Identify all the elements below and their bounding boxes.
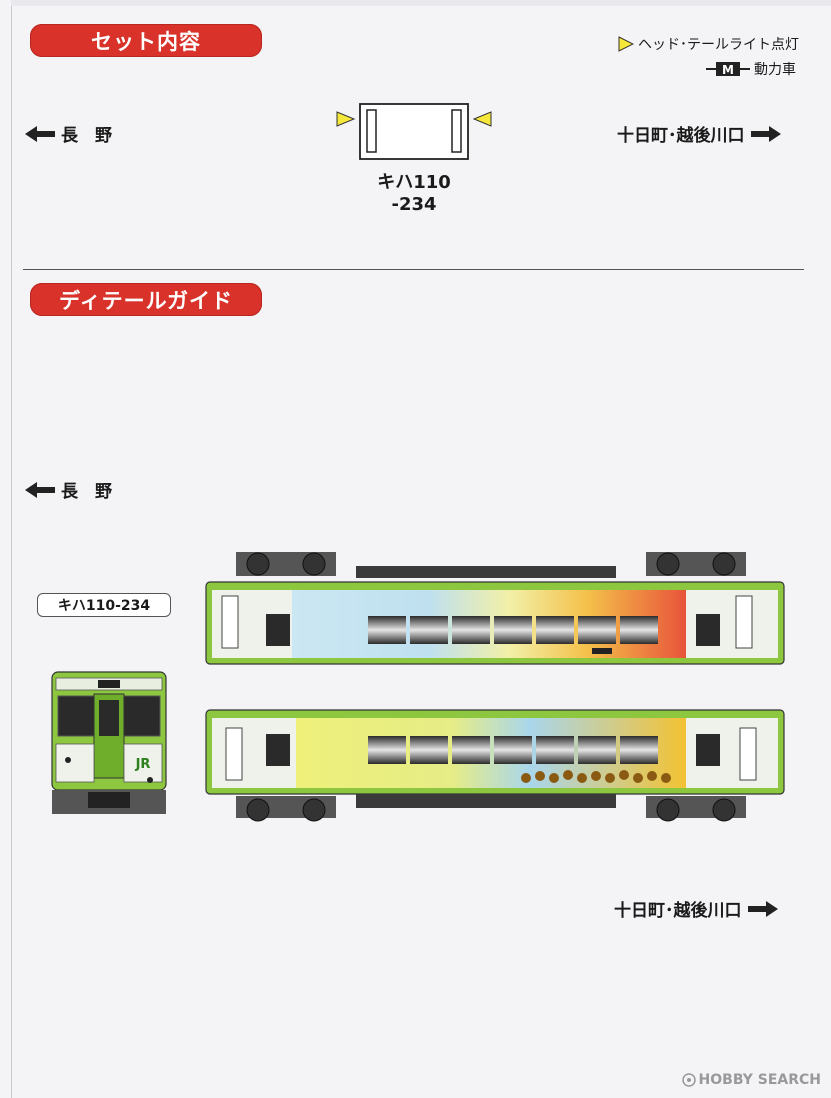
wheel-b4 bbox=[712, 798, 736, 822]
door-b1 bbox=[225, 727, 243, 781]
wheel-b2 bbox=[302, 798, 326, 822]
railcar-side-view-a bbox=[205, 552, 785, 665]
destination-marker-a bbox=[592, 648, 612, 654]
front-lower-right bbox=[123, 743, 163, 783]
window-a-right bbox=[696, 614, 720, 646]
direction-right-detail-label: 十日町･越後川口 bbox=[614, 901, 742, 921]
top-cropped-strip bbox=[11, 0, 831, 6]
direction-left-detail-label: 長 野 bbox=[61, 482, 112, 502]
formation-diagram bbox=[336, 103, 492, 160]
arrow-right-icon bbox=[750, 125, 781, 142]
cab-left bbox=[366, 109, 377, 153]
arrow-left-icon bbox=[25, 125, 55, 142]
front-destination-sign bbox=[98, 680, 120, 688]
passenger-windows-a bbox=[368, 616, 658, 644]
front-door-window bbox=[99, 700, 119, 736]
headlight-right-icon bbox=[472, 111, 492, 127]
detail-guide-heading: ディテールガイド bbox=[30, 283, 262, 316]
sunflower-pattern-b bbox=[521, 770, 671, 783]
left-margin-rule bbox=[11, 0, 12, 1098]
car-outline bbox=[359, 103, 469, 160]
direction-left-detail: 長 野 bbox=[25, 477, 112, 502]
front-window-left bbox=[57, 695, 95, 737]
headlight-right bbox=[147, 777, 153, 783]
section-divider bbox=[23, 269, 804, 270]
car-number-line2: -234 bbox=[391, 194, 437, 215]
underfloor-equipment-b bbox=[356, 794, 616, 808]
direction-right-detail: 十日町･越後川口 bbox=[614, 896, 778, 921]
headlight-left-icon bbox=[336, 111, 356, 127]
motor-car-icon: M bbox=[706, 62, 750, 77]
window-b-right bbox=[696, 734, 720, 766]
window-b-left bbox=[266, 734, 290, 766]
car-label-text: キハ110-234 bbox=[57, 598, 151, 614]
direction-left-top: 長 野 bbox=[25, 121, 112, 146]
headlight-left bbox=[65, 757, 71, 763]
railcar-front-view: JR bbox=[51, 671, 167, 814]
detail-guide-title: ディテールガイド bbox=[59, 288, 233, 313]
coupler-area bbox=[88, 792, 130, 808]
arrow-left-icon bbox=[25, 481, 55, 498]
door-a1 bbox=[221, 595, 239, 649]
wheel-a1 bbox=[246, 552, 270, 576]
front-window-right bbox=[123, 695, 161, 737]
formation-car-number: キハ110 -234 bbox=[364, 172, 464, 216]
railcar-side-view-b bbox=[205, 709, 785, 822]
underfloor-equipment-a bbox=[356, 566, 616, 578]
hobby-search-logo-icon bbox=[681, 1073, 696, 1087]
front-lower-left bbox=[55, 743, 95, 783]
direction-right-top: 十日町･越後川口 bbox=[617, 121, 781, 146]
yellow-triangle-icon bbox=[618, 36, 634, 52]
wheel-b1 bbox=[246, 798, 270, 822]
wheel-a2 bbox=[302, 552, 326, 576]
legend-motor: M 動力車 bbox=[706, 59, 796, 79]
car-number-line1: キハ110 bbox=[377, 172, 451, 193]
direction-left-label: 長 野 bbox=[61, 126, 112, 146]
car-label-box: キハ110-234 bbox=[37, 593, 171, 617]
arrow-right-icon bbox=[747, 900, 778, 917]
door-a2 bbox=[735, 595, 753, 649]
watermark-text: HOBBY SEARCH bbox=[698, 1072, 821, 1088]
window-a-left bbox=[266, 614, 290, 646]
legend-light-label: ヘッド･テールライト点灯 bbox=[638, 37, 799, 53]
cab-right bbox=[451, 109, 462, 153]
wheel-b3 bbox=[656, 798, 680, 822]
wheel-a4 bbox=[712, 552, 736, 576]
motor-badge-text: M bbox=[722, 63, 734, 77]
wheel-a3 bbox=[656, 552, 680, 576]
legend-motor-label: 動力車 bbox=[754, 62, 796, 78]
door-b2 bbox=[739, 727, 757, 781]
passenger-windows-b bbox=[368, 736, 658, 764]
direction-right-label: 十日町･越後川口 bbox=[617, 126, 745, 146]
hobby-search-watermark: HOBBY SEARCH bbox=[681, 1072, 821, 1088]
jr-logo-text: JR bbox=[135, 757, 151, 772]
set-contents-heading: セット内容 bbox=[30, 24, 262, 57]
set-contents-title: セット内容 bbox=[91, 29, 201, 54]
legend-headlight: ヘッド･テールライト点灯 bbox=[618, 34, 799, 54]
